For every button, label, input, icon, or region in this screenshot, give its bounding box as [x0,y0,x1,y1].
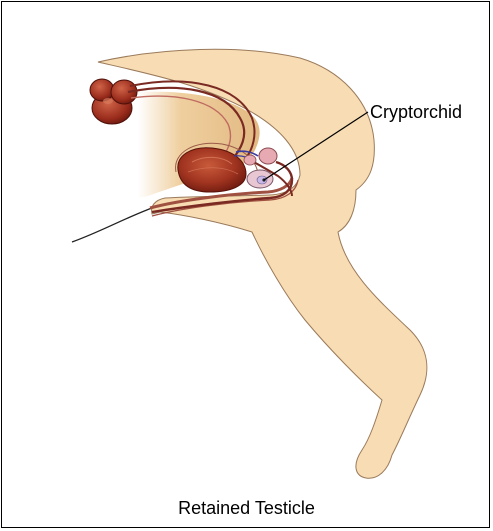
retained-testicle [247,170,273,188]
callout-label-cryptorchid: Cryptorchid [370,102,462,122]
figure-caption: Retained Testicle [0,498,493,519]
body-wall-line [72,208,152,242]
kidney [90,79,137,124]
